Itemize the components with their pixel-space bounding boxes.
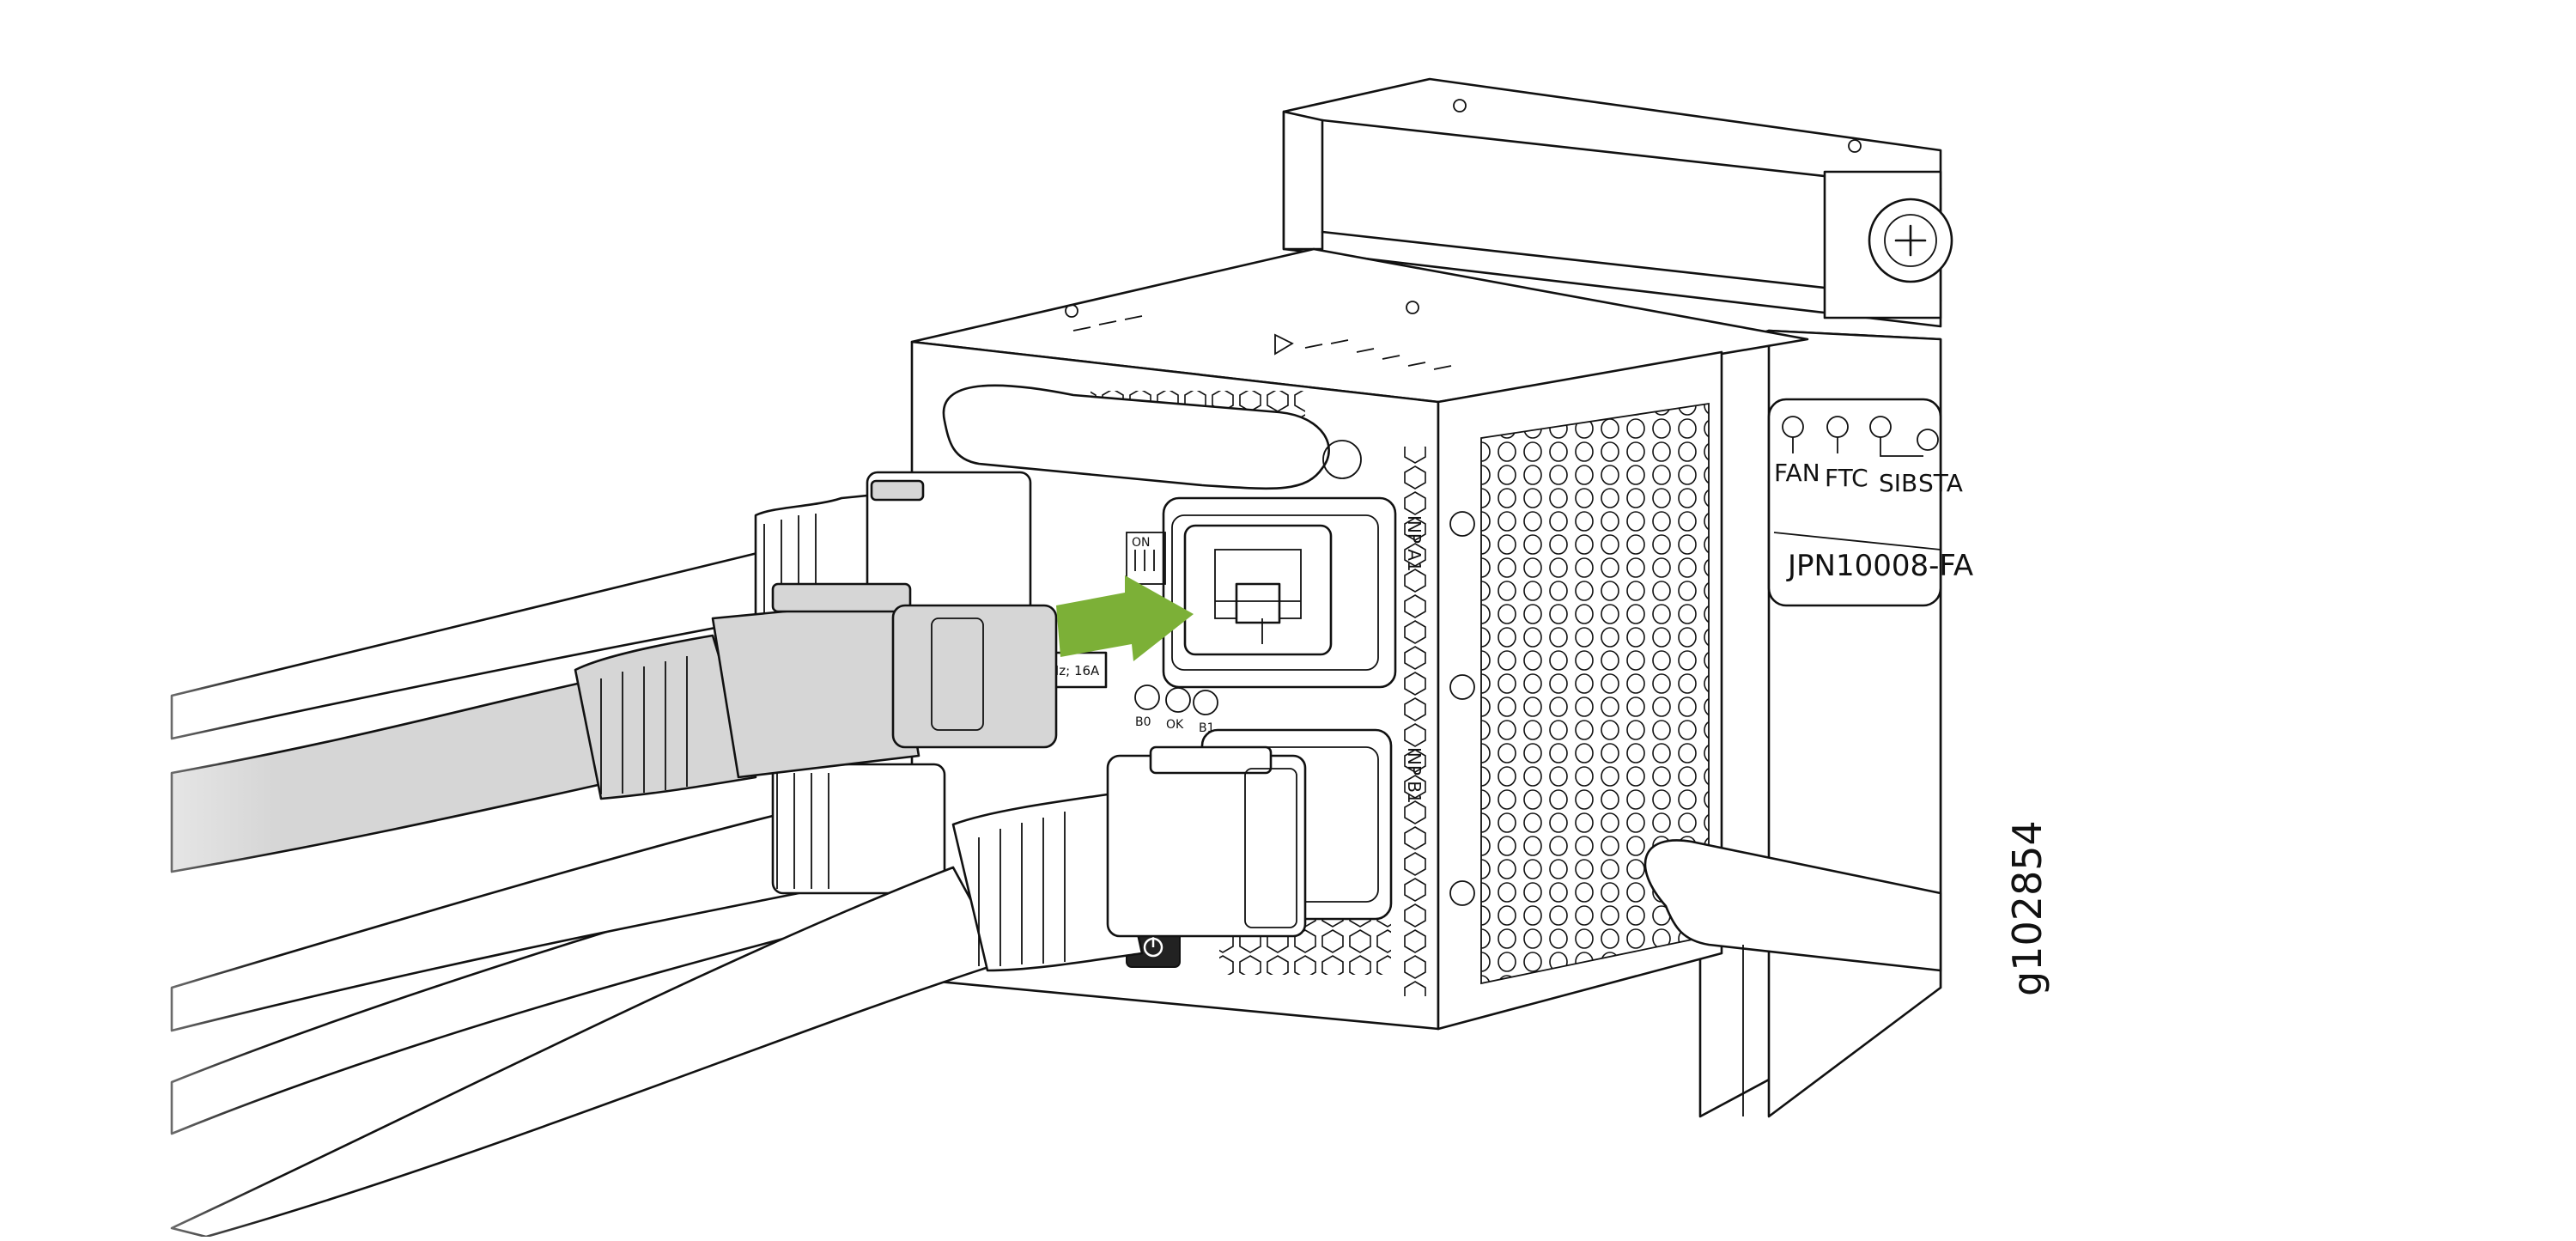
led-b0-label: B0	[1135, 715, 1151, 729]
psu-handle	[942, 384, 1330, 490]
fan-tray-label-panel	[1767, 398, 1942, 607]
screw-icon	[1065, 304, 1078, 318]
inp-a1-label: INP A1	[1404, 515, 1425, 572]
screw-icon	[1453, 99, 1467, 113]
part-number-label: JPN10008-FA	[1786, 549, 1973, 583]
screw-icon	[1406, 301, 1419, 314]
ftc-led	[1826, 416, 1849, 453]
on-switch-label: ON	[1132, 536, 1151, 550]
sib-led-label: SIB	[1879, 469, 1917, 497]
ground-symbol-icon	[1449, 511, 1475, 906]
status-indicator-ring	[1322, 440, 1362, 479]
ftc-led-label: FTC	[1825, 464, 1868, 492]
top-vent-slots	[1072, 315, 1452, 370]
fan-led-label: FAN	[1774, 459, 1820, 487]
front-vent-strip	[1404, 447, 1430, 996]
led-ok-label: OK	[1166, 718, 1184, 732]
rating-label: Hz; 16A	[1049, 663, 1100, 678]
warning-triangle-icon	[1274, 333, 1294, 356]
dip-switch-panel	[1126, 532, 1166, 585]
sta-led-label: STA	[1918, 469, 1963, 497]
figure-id-label: g102854	[2004, 820, 2050, 996]
inserted-power-cord-b1	[170, 745, 1307, 1238]
insert-arrow-icon	[1056, 575, 1194, 661]
sib-led	[1869, 416, 1939, 457]
inp-b1-label: INP B1	[1404, 747, 1425, 804]
screw-icon	[1848, 139, 1862, 153]
chassis-upper-module	[1282, 77, 1953, 328]
power-cord-being-inserted	[170, 582, 1058, 873]
led-b1-label: B1	[1199, 721, 1215, 735]
fan-led	[1782, 416, 1804, 453]
inp-a1-receptacle	[1162, 496, 1397, 689]
fan-tray-handle	[1643, 839, 1942, 1116]
edge-fade	[0, 0, 275, 1237]
power-switch-icon	[1126, 927, 1181, 968]
fan-tray-module: FAN FTC SIB STA JPN10008-FA	[1698, 329, 1973, 1118]
power-cord-plug	[771, 763, 946, 895]
psu-status-leds	[1134, 684, 1218, 715]
